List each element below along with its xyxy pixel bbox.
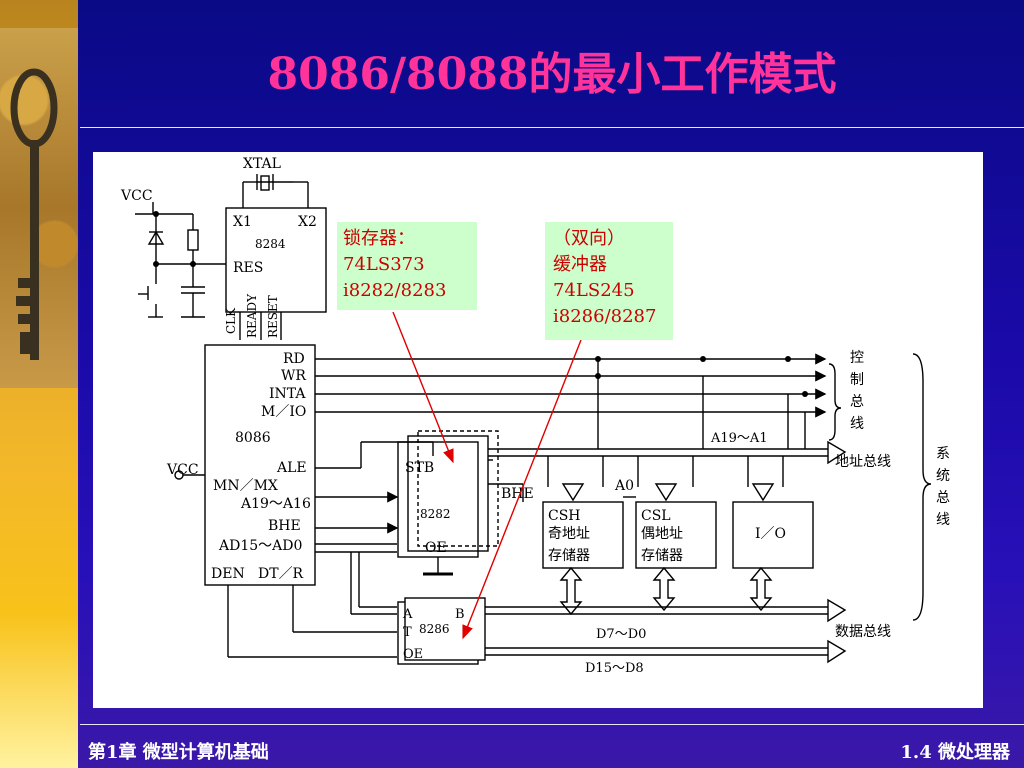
ctrl-bus-3: 总 <box>850 394 864 410</box>
footer-section: 1.4 微处理器 <box>900 742 1010 763</box>
vcc-top-label: VCC <box>120 188 153 204</box>
res-label: RES <box>233 260 263 276</box>
x1-label: X1 <box>233 214 252 230</box>
min-mode-schematic: XTAL VCC X1 X2 8284 RES CLK READY RESET … <box>120 156 950 676</box>
xcvr-a: A <box>402 607 413 622</box>
pin-rd: RD <box>283 351 305 367</box>
odd-cs: CSH <box>548 508 581 524</box>
ready-label: READY <box>245 293 259 338</box>
odd-store: 存储器 <box>548 548 590 564</box>
even-cs: CSL <box>641 508 671 524</box>
latch-oe: OE <box>425 540 447 556</box>
clk-label: CLK <box>224 307 238 334</box>
buffer-callout-line3: 74LS245 <box>553 280 635 301</box>
pin-ale: ALE <box>276 460 307 476</box>
buffer-callout: （双向） 缓冲器 74LS245 i8286/8287 <box>545 222 673 340</box>
pin-mio: M／IO <box>261 404 306 420</box>
xcvr-b: B <box>455 607 465 622</box>
pin-wr: WR <box>281 368 306 384</box>
sys-bus-4: 线 <box>936 512 950 528</box>
ctrl-bus-1: 控 <box>850 350 864 366</box>
latch-callout: 锁存器： 74LS373 i8282/8283 <box>337 222 477 310</box>
pin-inta: INTA <box>269 386 306 402</box>
sys-bus-1: 系 <box>936 446 950 462</box>
odd-name: 奇地址 <box>548 525 590 542</box>
vcc-left-label: VCC <box>166 462 199 478</box>
pin-ad15ad0: AD15～AD0 <box>218 538 302 554</box>
io-label: I／O <box>755 526 786 542</box>
x2-label: X2 <box>298 214 317 230</box>
even-store: 存储器 <box>641 548 683 564</box>
data-bus-label: 数据总线 <box>835 624 891 640</box>
latch-chip: 8282 <box>420 507 451 521</box>
ctrl-bus-2: 制 <box>850 372 864 388</box>
d15d8-label: D15～D8 <box>585 661 644 676</box>
latch-callout-line1: 锁存器： <box>343 228 415 249</box>
sys-bus-3: 总 <box>936 490 950 506</box>
footer-divider <box>80 724 1024 725</box>
reset-label: RESET <box>266 295 280 338</box>
xcvr-t: T <box>403 625 412 640</box>
latch-callout-line2: 74LS373 <box>343 254 425 275</box>
xtal-label: XTAL <box>243 156 281 172</box>
circuit-diagram: XTAL VCC X1 X2 8284 RES CLK READY RESET … <box>93 152 983 708</box>
xcvr-chip: 8286 <box>419 622 450 636</box>
pin-bhe: BHE <box>268 518 301 534</box>
cpu-label: 8086 <box>235 430 271 446</box>
ctrl-bus-4: 线 <box>850 416 864 432</box>
address-bus-label: 地址总线 <box>835 454 891 470</box>
d7d0-label: D7～D0 <box>596 627 646 642</box>
antique-key-image <box>0 28 78 388</box>
buffer-callout-line2: 缓冲器 <box>553 254 607 275</box>
footer-chapter: 第1章 微型计算机基础 <box>88 742 269 763</box>
latch-callout-line3: i8282/8283 <box>343 280 447 301</box>
pin-den: DEN <box>211 566 245 582</box>
a0-label: A0 <box>614 478 634 494</box>
buffer-callout-line4: i8286/8287 <box>553 306 657 327</box>
pin-mnmx: MN／MX <box>213 478 278 494</box>
sys-bus-2: 统 <box>936 468 950 484</box>
pin-dtr: DT／R <box>258 566 304 582</box>
pin-a19a16: A19～A16 <box>240 496 311 512</box>
clockgen-label: 8284 <box>255 237 286 251</box>
xcvr-oe: OE <box>403 647 423 662</box>
title-divider <box>80 127 1024 128</box>
a19a1-label: A19～A1 <box>710 431 768 446</box>
bhe-line-label: BHE <box>501 486 534 502</box>
slide-title: 8086/8088的最小工作模式 <box>267 49 837 100</box>
buffer-callout-line1: （双向） <box>553 228 625 249</box>
latch-stb: STB <box>405 460 434 476</box>
even-name: 偶地址 <box>641 526 683 542</box>
key-icon <box>10 68 58 360</box>
